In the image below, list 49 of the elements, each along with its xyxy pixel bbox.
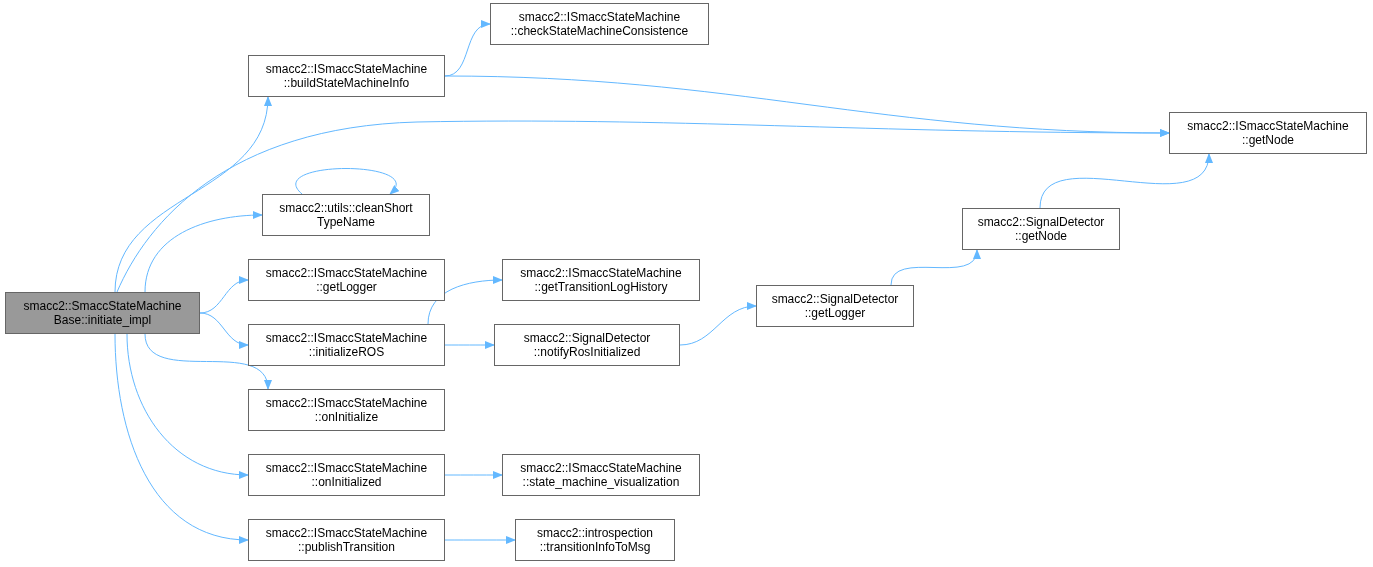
function-name: smacc2::ISmaccStateMachine ::getNode bbox=[1186, 119, 1350, 147]
arrow bbox=[890, 249, 979, 286]
function-name: smacc2::ISmaccStateMachine ::checkStateMachineConsistence bbox=[509, 10, 690, 38]
arrow bbox=[679, 302, 757, 346]
arrow bbox=[126, 333, 249, 479]
function-box bbox=[248, 55, 445, 97]
function-box bbox=[502, 259, 700, 301]
function-box bbox=[248, 389, 445, 431]
function-box bbox=[5, 292, 200, 334]
function-name: smacc2::ISmaccStateMachine ::publishTransition bbox=[264, 526, 429, 554]
function-box bbox=[248, 259, 445, 301]
function-name: smacc2::SignalDetector ::notifyRosInitialized bbox=[522, 331, 652, 359]
arrow bbox=[199, 312, 249, 348]
arrow bbox=[114, 96, 271, 293]
arrow bbox=[116, 120, 1170, 293]
function-name: smacc2::SignalDetector ::getLogger bbox=[770, 292, 900, 320]
function-name: smacc2::SignalDetector ::getNode bbox=[976, 215, 1106, 243]
arrow bbox=[1039, 153, 1211, 209]
arrow bbox=[444, 536, 516, 544]
function-box bbox=[248, 519, 445, 561]
function-box bbox=[248, 324, 445, 366]
arrow bbox=[114, 333, 249, 544]
function-name: smacc2::ISmaccStateMachine ::onInitialize bbox=[264, 396, 429, 424]
function-box bbox=[490, 3, 709, 45]
function-box bbox=[502, 454, 700, 496]
arrow bbox=[444, 21, 491, 77]
function-name: smacc2::introspection ::transitionInfoToMsg bbox=[535, 526, 655, 554]
function-name: smacc2::SmaccStateMachine Base::initiate_impl bbox=[22, 299, 183, 327]
function-box bbox=[756, 285, 914, 327]
arrow bbox=[444, 471, 503, 479]
function-name: smacc2::ISmaccStateMachine ::state_machine_visualization bbox=[519, 461, 683, 489]
arrow bbox=[295, 168, 399, 195]
function-name: smacc2::ISmaccStateMachine ::buildStateMachineInfo bbox=[264, 62, 429, 90]
arrow bbox=[444, 341, 495, 349]
arrow bbox=[427, 276, 503, 325]
function-name: smacc2::utils::cleanShort TypeName bbox=[278, 201, 414, 229]
function-box bbox=[962, 208, 1120, 250]
function-box bbox=[248, 454, 445, 496]
function-name: smacc2::ISmaccStateMachine ::getTransitionLogHistory bbox=[519, 266, 683, 294]
arrow bbox=[144, 333, 271, 390]
function-box bbox=[494, 324, 680, 366]
function-name: smacc2::ISmaccStateMachine ::initializeROS bbox=[264, 331, 429, 359]
function-name: smacc2::ISmaccStateMachine ::getLogger bbox=[264, 266, 429, 294]
arrow bbox=[144, 211, 263, 293]
function-box bbox=[262, 194, 430, 236]
function-name: smacc2::ISmaccStateMachine ::onInitialized bbox=[264, 461, 429, 489]
function-box bbox=[515, 519, 675, 561]
function-box bbox=[1169, 112, 1367, 154]
arrow bbox=[199, 277, 249, 314]
